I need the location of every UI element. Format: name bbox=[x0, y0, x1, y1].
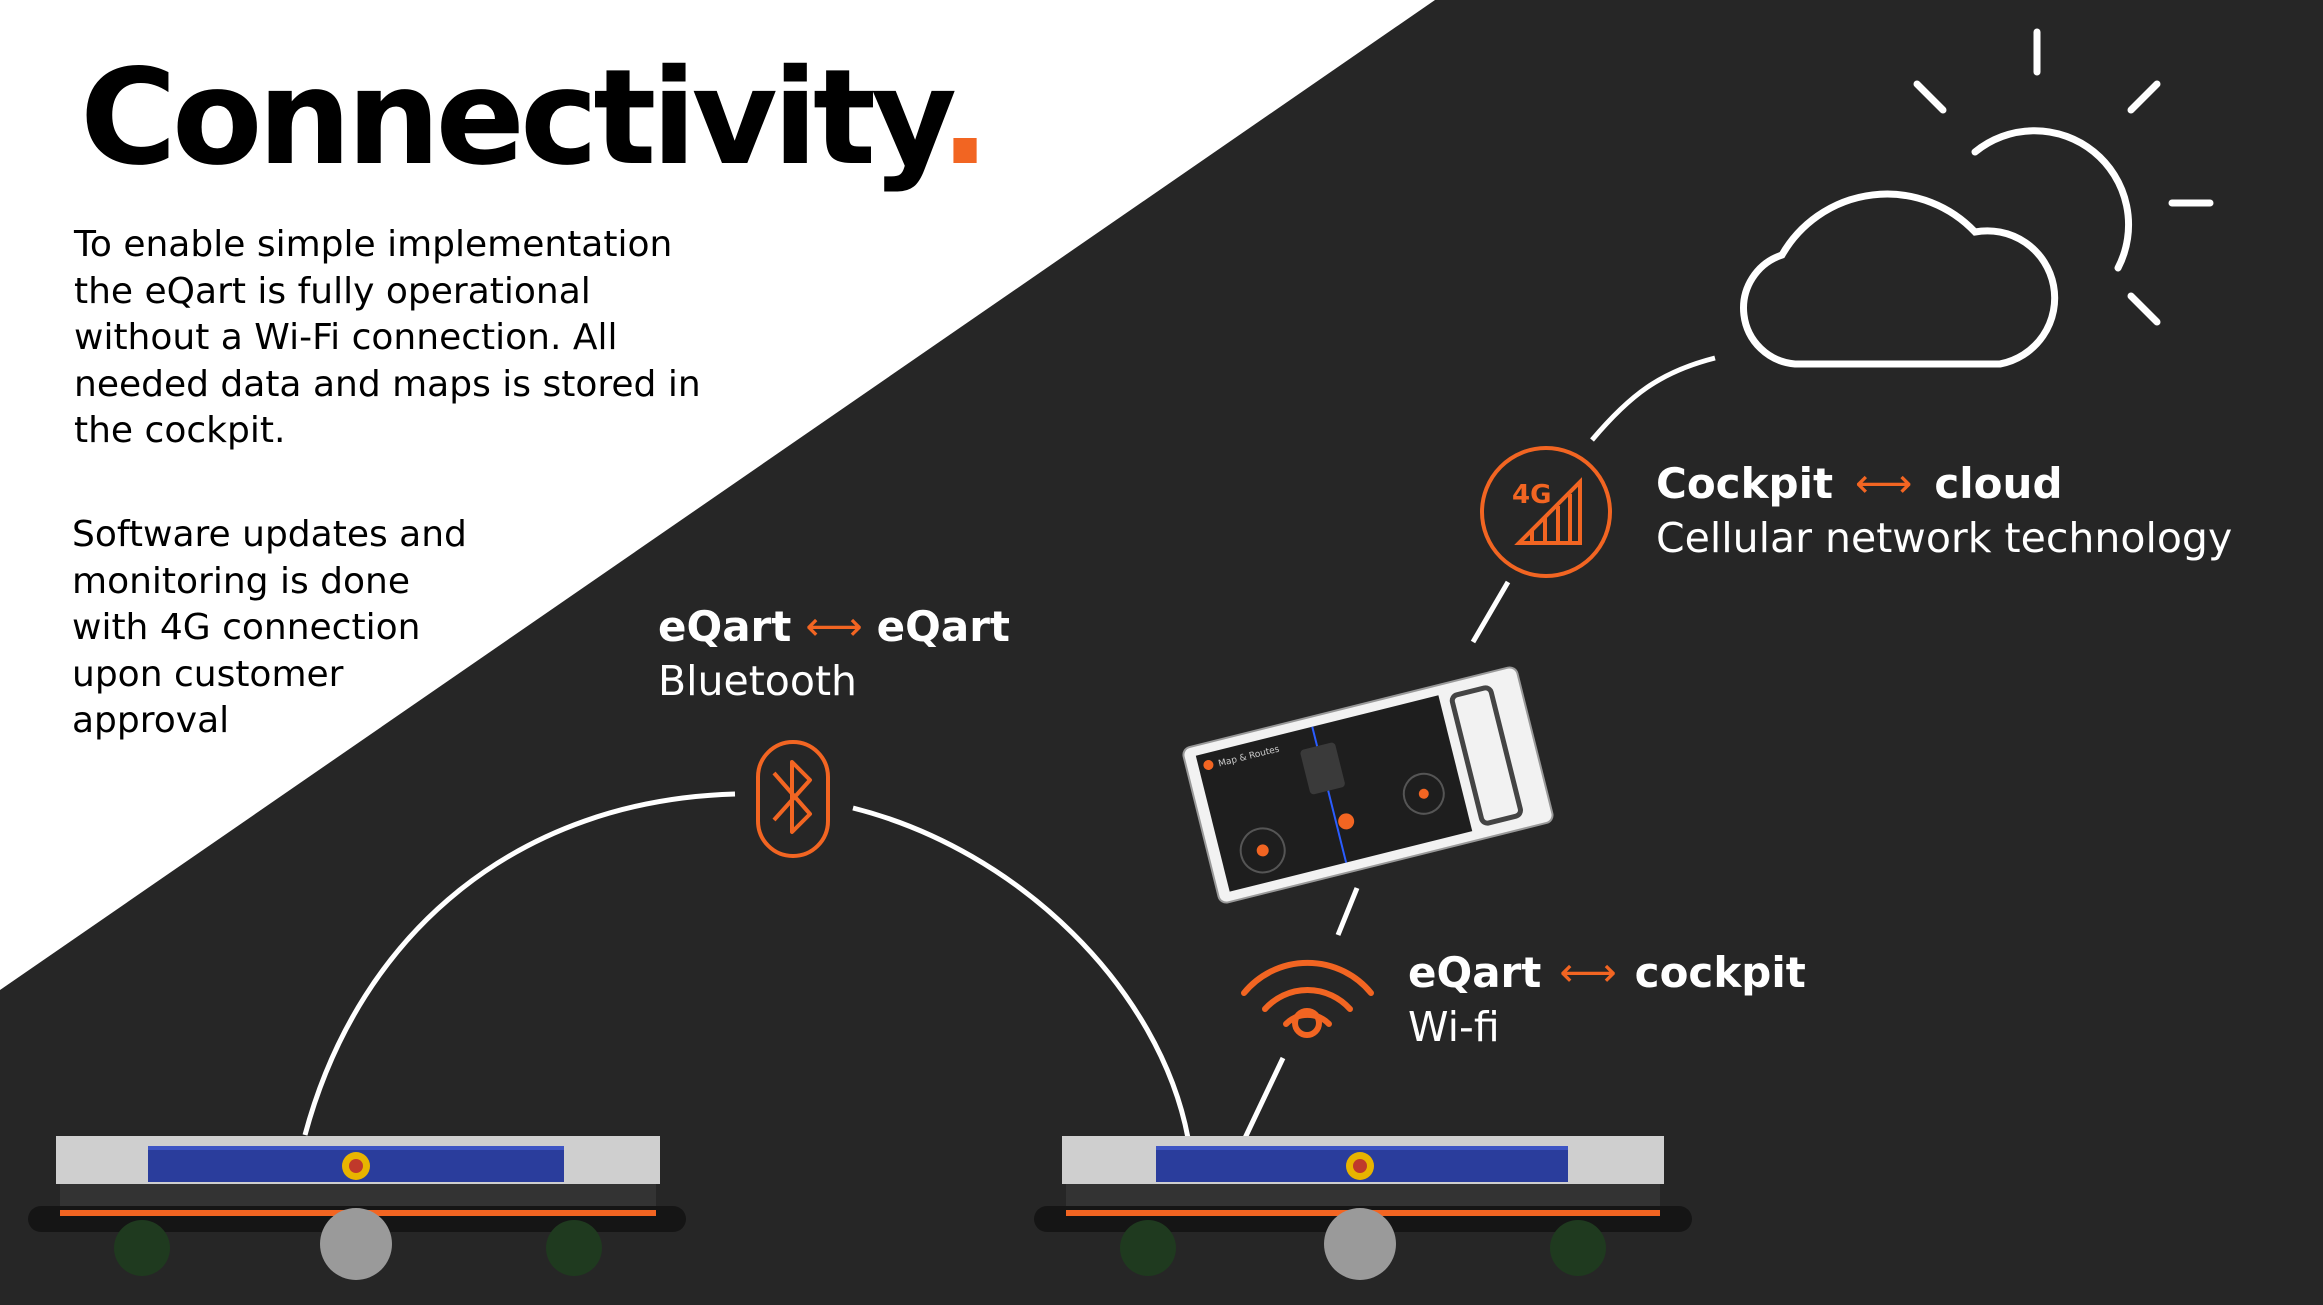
bluetooth-link-right: eQart bbox=[876, 602, 1010, 651]
intro-line: without a Wi-Fi connection. All bbox=[74, 317, 618, 358]
wifi-icon bbox=[1241, 959, 1374, 1038]
cellular-link-right: cloud bbox=[1934, 459, 2063, 508]
bluetooth-link-endpoints: eQart ⟷ eQart bbox=[658, 600, 1010, 655]
double-arrow-icon: ⟷ bbox=[805, 604, 863, 651]
intro-line: with 4G connection bbox=[72, 607, 421, 648]
double-arrow-icon: ⟷ bbox=[1855, 461, 1913, 508]
intro-line: To enable simple implementation bbox=[74, 224, 673, 265]
intro-line: the eQart is fully operational bbox=[74, 270, 591, 312]
intro-line: upon customer bbox=[72, 653, 344, 695]
cockpit-tablet: Map & Routes bbox=[1182, 666, 1554, 904]
wifi-link-right: cockpit bbox=[1634, 948, 1806, 997]
cloud-sun-icon bbox=[1740, 28, 2214, 368]
bluetooth-link-label: eQart ⟷ eQart Bluetooth bbox=[658, 600, 1010, 708]
intro-line: needed data and maps is stored in bbox=[74, 363, 701, 405]
bluetooth-link-curve-left bbox=[302, 791, 736, 1136]
cellular-link-left: Cockpit bbox=[1656, 459, 1834, 508]
bluetooth-link-tech: Bluetooth bbox=[658, 656, 858, 705]
title-dot: . bbox=[939, 41, 990, 195]
cellular-link-tech: Cellular network technology bbox=[1656, 513, 2233, 562]
double-arrow-icon: ⟷ bbox=[1559, 950, 1617, 997]
cellular-link-label: Cockpit ⟷ cloud Cellular network technol… bbox=[1656, 457, 2232, 565]
intro-line: monitoring is done bbox=[72, 560, 411, 602]
4g-badge-text: 4G bbox=[1512, 480, 1551, 510]
intro-line: approval bbox=[72, 700, 230, 741]
wifi-link-line-lower bbox=[1242, 1056, 1286, 1140]
wifi-link-left: eQart bbox=[1408, 948, 1542, 997]
intro-line: the cockpit. bbox=[74, 410, 286, 451]
bluetooth-link-left: eQart bbox=[658, 602, 792, 651]
eqart-cart-right bbox=[1034, 1136, 1692, 1280]
page-title-text: Connectivity bbox=[80, 41, 945, 195]
4g-signal-icon: 4G bbox=[1480, 446, 1612, 578]
wifi-link-line-upper bbox=[1335, 887, 1360, 936]
intro-paragraph-1: To enable simple implementation the eQar… bbox=[74, 222, 701, 455]
cellular-link-curve-upper bbox=[1590, 355, 1716, 442]
page-title: Connectivity. bbox=[80, 52, 990, 184]
wifi-link-endpoints: eQart ⟷ cockpit bbox=[1408, 946, 1806, 1001]
cellular-link-line-lower bbox=[1470, 580, 1511, 644]
intro-paragraph-2: Software updates and monitoring is done … bbox=[72, 512, 467, 745]
wifi-link-label: eQart ⟷ cockpit Wi-fi bbox=[1408, 946, 1806, 1054]
wifi-link-tech: Wi-fi bbox=[1408, 1002, 1500, 1051]
cellular-link-endpoints: Cockpit ⟷ cloud bbox=[1656, 457, 2232, 512]
bluetooth-link-curve-right bbox=[852, 805, 1191, 1139]
eqart-cart-left bbox=[28, 1136, 686, 1280]
bluetooth-icon bbox=[756, 740, 830, 858]
intro-line: Software updates and bbox=[72, 514, 467, 555]
